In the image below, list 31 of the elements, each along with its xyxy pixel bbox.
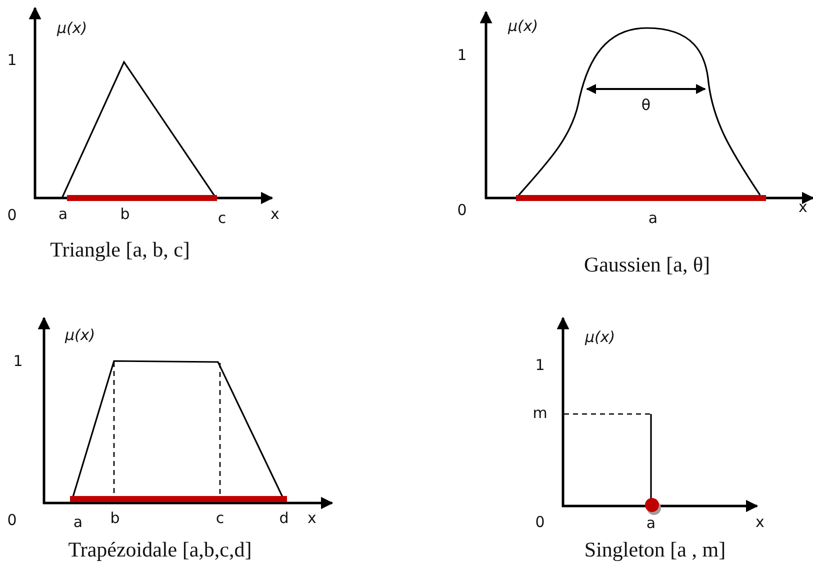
tick-label: 0 xyxy=(535,514,545,530)
tick-label: a xyxy=(646,514,656,532)
caption: Triangle [a, b, c] xyxy=(50,238,190,262)
tick-label: c xyxy=(216,510,224,526)
tick-label: m xyxy=(532,404,548,422)
axis-label: μ(x) xyxy=(56,20,88,36)
tick-label: a xyxy=(58,206,68,222)
tick-label: x xyxy=(798,198,808,216)
caption: Trapézoidale [a,b,c,d] xyxy=(68,538,252,562)
tick-label: 1 xyxy=(13,352,23,370)
caption: Singleton [a , m] xyxy=(584,538,726,562)
tick-label: x xyxy=(756,514,764,530)
tick-label: d xyxy=(279,510,289,526)
tick-label: x xyxy=(308,510,316,526)
tick-label: 1 xyxy=(457,46,467,64)
tick-label: 0 xyxy=(7,206,17,224)
tick-label: b xyxy=(110,510,120,526)
tick-label: 1 xyxy=(7,52,17,68)
tick-label: c xyxy=(218,210,226,226)
tick-label: b xyxy=(120,206,130,222)
axis-label: μ(x) xyxy=(508,18,538,34)
tick-label: 1 xyxy=(535,356,545,374)
tick-label: θ xyxy=(641,96,651,114)
tick-label: a xyxy=(73,514,83,530)
axis-label: μ(x) xyxy=(64,326,96,344)
tick-label: 0 xyxy=(457,202,467,218)
tick-label: x xyxy=(270,206,280,222)
tick-label: 0 xyxy=(7,512,17,528)
caption: Gaussien [a, θ] xyxy=(584,253,710,277)
axis-label: μ(x) xyxy=(584,328,616,346)
tick-label: a xyxy=(648,210,658,226)
